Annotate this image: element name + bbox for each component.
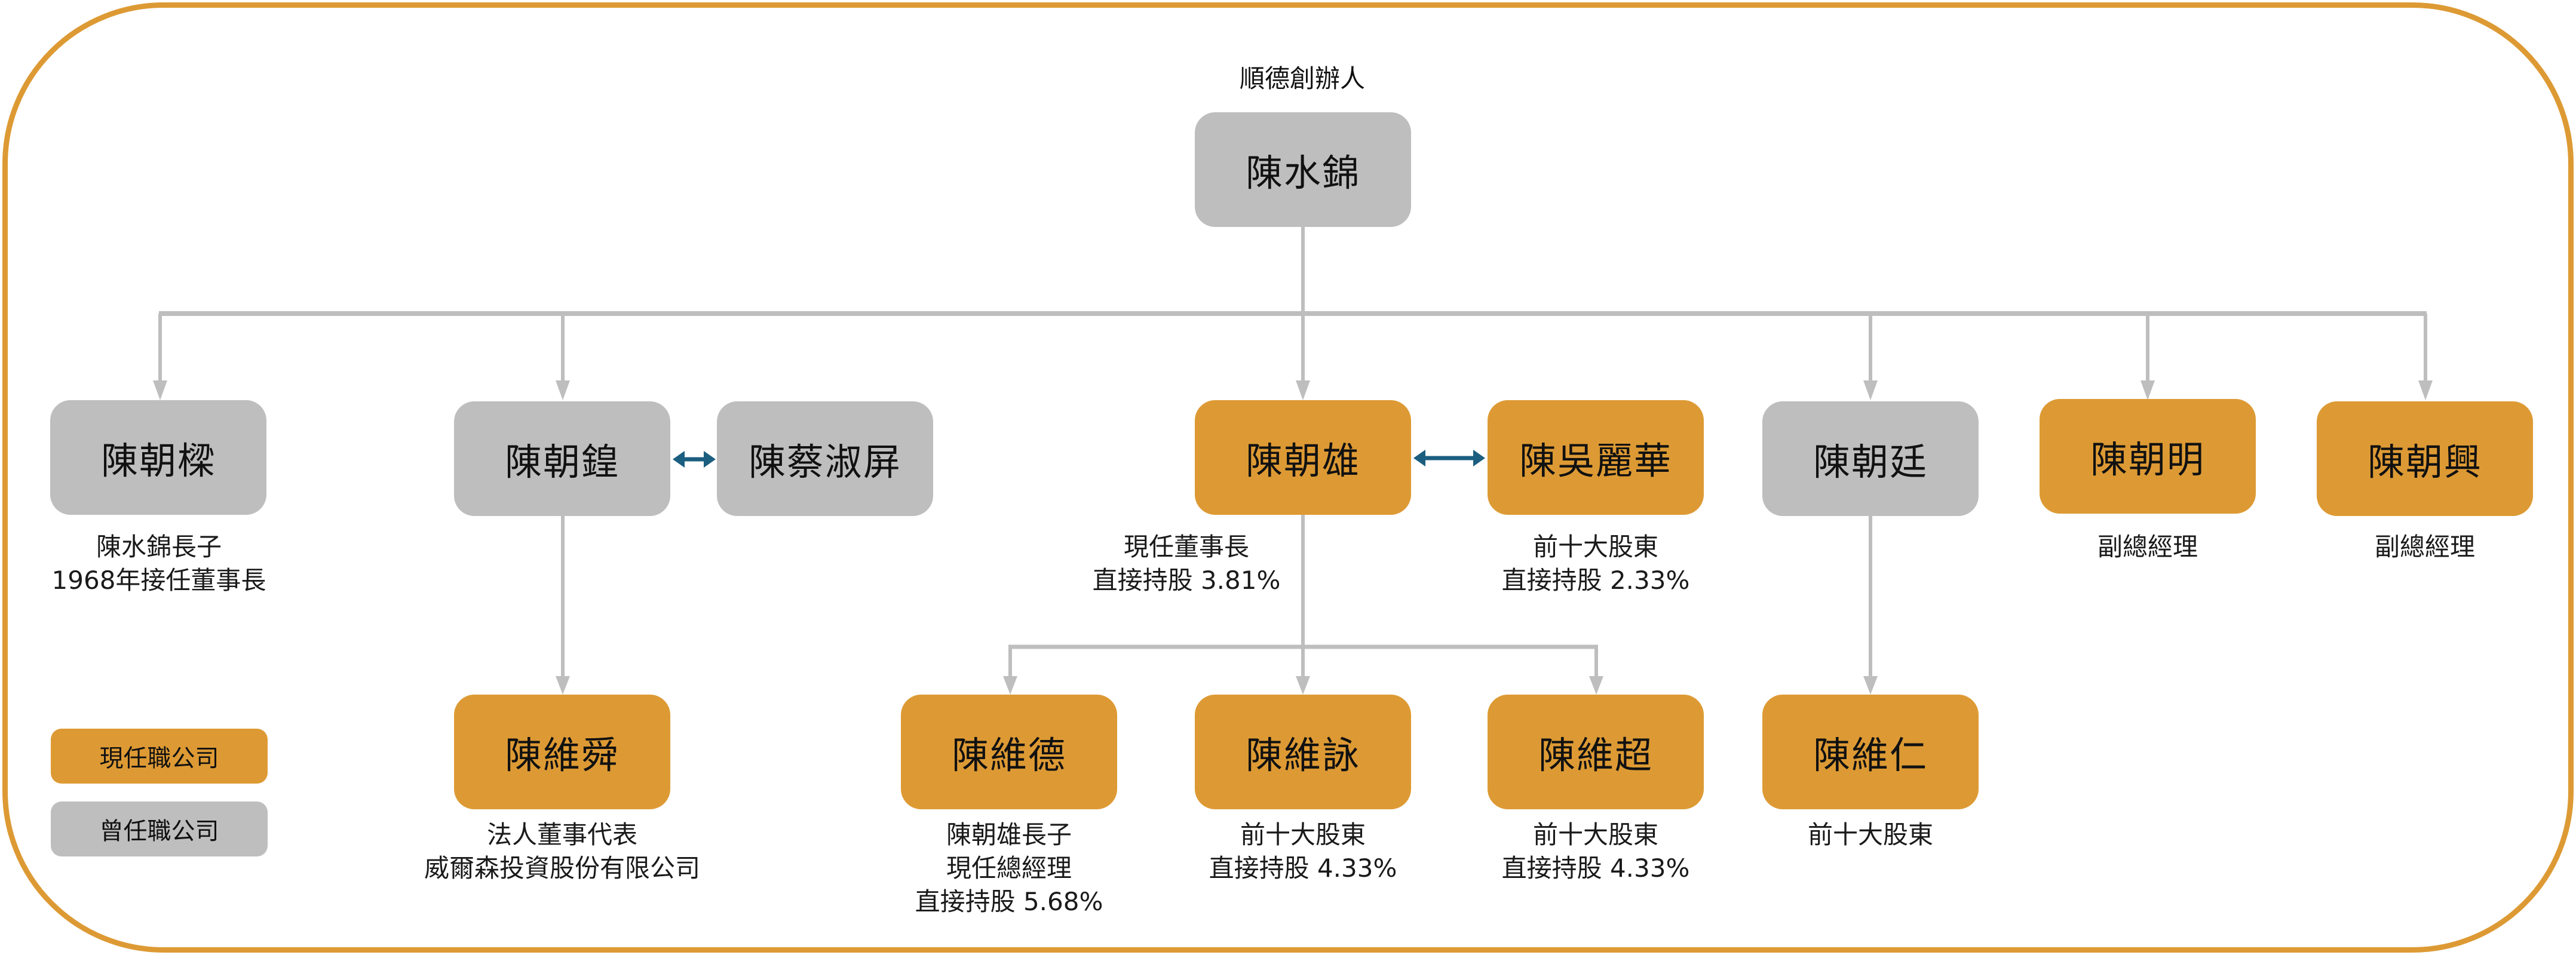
arrow-down-icon — [1863, 380, 1878, 400]
node-name: 陳水錦 — [1245, 151, 1360, 195]
arrow-down-icon — [556, 676, 570, 695]
connector-drops-level1 — [158, 314, 2427, 382]
node-root[interactable]: 陳水錦 — [1195, 112, 1411, 227]
founder-title: 順德創辦人 — [1239, 64, 1365, 93]
node-chen-chaoliang[interactable]: 陳朝樑 — [50, 400, 266, 515]
node-chen-weide[interactable]: 陳維德 — [901, 695, 1117, 809]
node-name: 陳維舜 — [504, 733, 620, 777]
caption-line: 法人董事代表 — [486, 820, 637, 849]
caption-line: 1968年接任董事長 — [51, 566, 266, 595]
caption-chen-chaoming: 副總經理 — [1968, 530, 2327, 564]
node-name: 陳吳麗華 — [1519, 439, 1672, 483]
node-chen-weiyong[interactable]: 陳維詠 — [1195, 695, 1411, 809]
caption-chen-weishun: 法人董事代表 威爾森投資股份有限公司 — [383, 818, 741, 885]
caption-line: 前十大股東 — [1532, 820, 1658, 849]
spouse-arrow-chaoxiong — [1413, 450, 1485, 466]
caption-line: 威爾森投資股份有限公司 — [424, 853, 700, 883]
node-name: 陳蔡淑屏 — [748, 440, 901, 484]
arrow-down-icon — [1003, 676, 1017, 695]
caption-line: 副總經理 — [2374, 532, 2475, 561]
node-chen-weishun[interactable]: 陳維舜 — [454, 695, 670, 809]
node-name: 陳維仁 — [1813, 733, 1928, 777]
caption-line: 直接持股 2.33% — [1501, 566, 1690, 595]
arrow-down-icon — [1296, 676, 1310, 695]
arrowheads-level1 — [153, 380, 2433, 400]
node-chen-chaoxing[interactable]: 陳朝興 — [2317, 401, 2533, 516]
caption-line: 直接持股 3.81% — [1092, 566, 1281, 595]
node-chen-chaoxiong[interactable]: 陳朝雄 — [1195, 400, 1411, 515]
caption-line: 陳朝雄長子 — [946, 820, 1072, 849]
legend-former: 曾任職公司 — [51, 802, 268, 856]
caption-line: 前十大股東 — [1807, 820, 1933, 849]
caption-line: 直接持股 5.68% — [915, 887, 1103, 916]
caption-line: 陳水錦長子 — [96, 532, 222, 561]
double-arrow-left-icon — [673, 451, 685, 468]
caption-line: 現任總經理 — [946, 853, 1072, 883]
caption-chen-weide: 陳朝雄長子 現任總經理 直接持股 5.68% — [830, 818, 1188, 919]
arrow-down-icon — [556, 380, 570, 400]
node-name: 陳維德 — [951, 733, 1066, 777]
node-chen-chaoting[interactable]: 陳朝廷 — [1762, 401, 1979, 516]
arrow-down-icon — [1589, 676, 1603, 695]
node-name: 陳朝廷 — [1813, 440, 1928, 484]
arrow-down-icon — [1296, 380, 1310, 400]
double-arrow-right-icon — [704, 451, 716, 468]
caption-chen-chaoxiong: 現任董事長 直接持股 3.81% — [1007, 530, 1366, 597]
legend-label: 曾任職公司 — [99, 818, 219, 845]
caption-line: 現任董事長 — [1123, 532, 1249, 561]
node-chen-weichao[interactable]: 陳維超 — [1488, 695, 1704, 809]
legend-label: 現任職公司 — [99, 745, 219, 772]
legend-current: 現任職公司 — [51, 729, 268, 784]
node-chen-chaohuang[interactable]: 陳朝鍠 — [454, 401, 670, 516]
caption-line: 直接持股 4.33% — [1209, 853, 1397, 883]
node-chen-wulihua[interactable]: 陳吳麗華 — [1488, 400, 1704, 515]
node-chen-chaoming[interactable]: 陳朝明 — [2040, 399, 2256, 514]
caption-chen-weichao: 前十大股東 直接持股 4.33% — [1416, 818, 1775, 885]
arrow-down-icon — [153, 380, 167, 400]
node-chen-caishuping[interactable]: 陳蔡淑屏 — [717, 401, 933, 516]
caption-line: 前十大股東 — [1240, 820, 1366, 849]
caption-chen-chaoliang: 陳水錦長子 1968年接任董事長 — [0, 530, 338, 597]
caption-chen-chaoxing: 副總經理 — [2246, 530, 2576, 564]
arrow-down-icon — [2140, 380, 2155, 400]
node-name: 陳維詠 — [1245, 733, 1360, 777]
arrow-down-icon — [1863, 676, 1878, 695]
caption-chen-weiyong: 前十大股東 直接持股 4.33% — [1124, 818, 1482, 885]
node-chen-weiren[interactable]: 陳維仁 — [1762, 695, 1979, 809]
arrow-down-icon — [2418, 380, 2433, 400]
spouse-arrow-chaohuang — [673, 451, 716, 468]
caption-line: 直接持股 4.33% — [1501, 853, 1690, 883]
double-arrow-right-icon — [1473, 450, 1485, 466]
node-name: 陳朝明 — [2090, 438, 2205, 481]
node-name: 陳朝雄 — [1245, 439, 1360, 483]
double-arrow-left-icon — [1413, 450, 1425, 466]
caption-line: 前十大股東 — [1532, 532, 1658, 561]
caption-chen-wulihua: 前十大股東 直接持股 2.33% — [1416, 530, 1775, 597]
node-name: 陳朝樑 — [100, 439, 216, 483]
node-name: 陳維超 — [1538, 733, 1653, 777]
node-name: 陳朝鍠 — [504, 440, 620, 484]
caption-line: 副總經理 — [2097, 532, 2198, 561]
caption-chen-weiren: 前十大股東 — [1691, 818, 2050, 852]
node-name: 陳朝興 — [2367, 440, 2482, 484]
